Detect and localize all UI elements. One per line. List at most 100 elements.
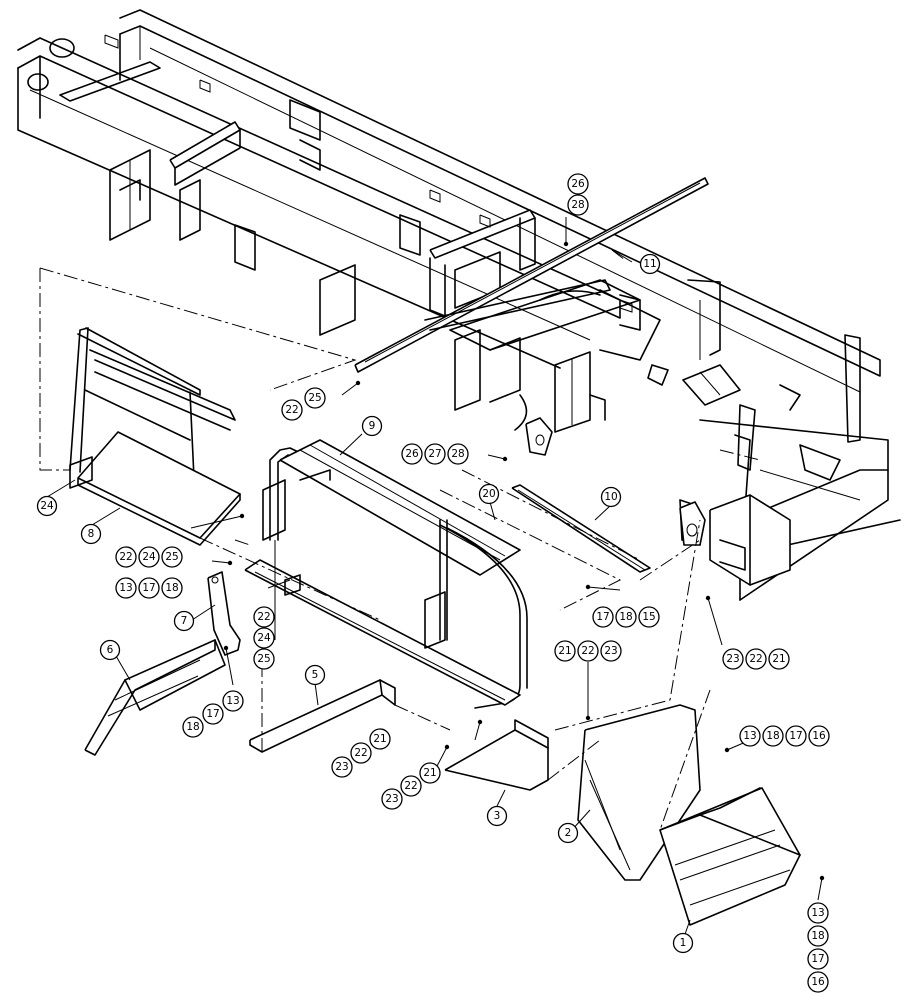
svg-text:22: 22 [257, 611, 270, 623]
hardware-balloon: 18 [615, 606, 637, 628]
hardware-balloon: 25 [161, 546, 183, 568]
svg-text:22: 22 [354, 747, 367, 759]
svg-text:17: 17 [596, 611, 609, 623]
callout-11: 11 [639, 253, 661, 275]
svg-text:23: 23 [726, 653, 739, 665]
part-7-support-arm [207, 571, 241, 656]
group-21-22-23-a: 21 22 23 [331, 728, 391, 778]
hardware-balloon: 23 [600, 640, 622, 662]
hardware-balloon: 15 [638, 606, 660, 628]
chassis-frame [17, 9, 901, 601]
svg-text:13: 13 [119, 582, 132, 594]
hardware-balloon: 22 [115, 546, 137, 568]
hardware-balloon: 27 [424, 443, 446, 465]
svg-text:25: 25 [165, 551, 178, 563]
hardware-balloon: 28 [567, 194, 589, 216]
hardware-balloon: 22 [745, 648, 767, 670]
group-21-22-23: 21 22 23 [554, 640, 622, 662]
svg-text:18: 18 [186, 721, 199, 733]
callout-2: 2 [557, 822, 579, 844]
group-13-17-18-left: 13 17 18 [115, 577, 183, 599]
svg-text:22: 22 [581, 645, 594, 657]
part-5-angle [249, 679, 396, 753]
group-22-25: 22 25 [281, 387, 326, 421]
svg-text:23: 23 [604, 645, 617, 657]
svg-text:5: 5 [312, 669, 319, 681]
hardware-balloon: 21 [554, 640, 576, 662]
hardware-balloon: 23 [331, 756, 353, 778]
hardware-balloon: 22 [400, 775, 422, 797]
svg-text:23: 23 [335, 761, 348, 773]
hardware-balloon: 17 [202, 703, 224, 725]
part-10-angle-bar [511, 484, 651, 573]
group-22-24-25-vert: 22 24 25 [253, 606, 275, 670]
callout-24: 24 [36, 495, 58, 517]
hardware-balloon: 18 [807, 925, 829, 947]
hardware-balloon: 25 [304, 387, 326, 409]
hardware-balloon: 25 [253, 648, 275, 670]
svg-text:8: 8 [88, 528, 95, 540]
svg-text:28: 28 [451, 448, 464, 460]
svg-text:18: 18 [619, 611, 632, 623]
svg-text:17: 17 [789, 730, 802, 742]
callout-5: 5 [304, 664, 326, 686]
part-1-step-assembly [659, 787, 801, 926]
hardware-balloon: 17 [592, 606, 614, 628]
svg-text:16: 16 [812, 730, 826, 742]
svg-text:17: 17 [206, 708, 219, 720]
svg-text:17: 17 [142, 582, 155, 594]
hardware-balloon: 26 [401, 443, 423, 465]
hanger-brackets [525, 417, 706, 546]
hardware-balloon: 22 [350, 742, 372, 764]
callout-20: 20 [478, 483, 500, 505]
svg-text:24: 24 [142, 551, 156, 563]
hardware-balloon: 13 [807, 902, 829, 924]
svg-text:18: 18 [165, 582, 178, 594]
svg-text:13: 13 [811, 907, 824, 919]
svg-text:22: 22 [749, 653, 762, 665]
svg-text:13: 13 [743, 730, 756, 742]
svg-text:25: 25 [308, 392, 321, 404]
hardware-balloon: 17 [785, 725, 807, 747]
hardware-balloon: 13 [739, 725, 761, 747]
svg-text:22: 22 [119, 551, 132, 563]
hardware-balloon: 22 [281, 399, 303, 421]
hardware-balloon: 22 [253, 606, 275, 628]
group-22-24-25: 22 24 25 [115, 546, 183, 568]
svg-text:16: 16 [811, 976, 825, 988]
part-11-long-bar [354, 177, 709, 373]
svg-text:22: 22 [285, 404, 298, 416]
hardware-balloon: 21 [369, 728, 391, 750]
svg-text:13: 13 [226, 695, 239, 707]
callout-7: 7 [173, 610, 195, 632]
svg-text:7: 7 [181, 615, 188, 627]
svg-text:15: 15 [642, 611, 655, 623]
phantom-lines [39, 249, 761, 831]
callout-1: 1 [672, 932, 694, 954]
hardware-balloon: 21 [419, 762, 441, 784]
svg-text:25: 25 [257, 653, 270, 665]
hardware-balloon: 22 [577, 640, 599, 662]
svg-text:23: 23 [385, 793, 398, 805]
svg-text:6: 6 [107, 644, 114, 656]
svg-text:24: 24 [257, 632, 271, 644]
hardware-balloon: 18 [762, 725, 784, 747]
hardware-balloon: 24 [253, 627, 275, 649]
callout-3: 3 [486, 805, 508, 827]
callout-8: 8 [80, 523, 102, 545]
svg-text:22: 22 [404, 780, 417, 792]
svg-text:10: 10 [604, 491, 617, 503]
svg-text:17: 17 [811, 953, 824, 965]
callout-6: 6 [99, 639, 121, 661]
leader-lines [46, 217, 823, 941]
svg-text:21: 21 [423, 767, 436, 779]
part-6-step [84, 639, 226, 756]
svg-text:21: 21 [558, 645, 571, 657]
svg-text:9: 9 [369, 420, 376, 432]
svg-text:20: 20 [482, 488, 495, 500]
svg-text:21: 21 [373, 733, 386, 745]
